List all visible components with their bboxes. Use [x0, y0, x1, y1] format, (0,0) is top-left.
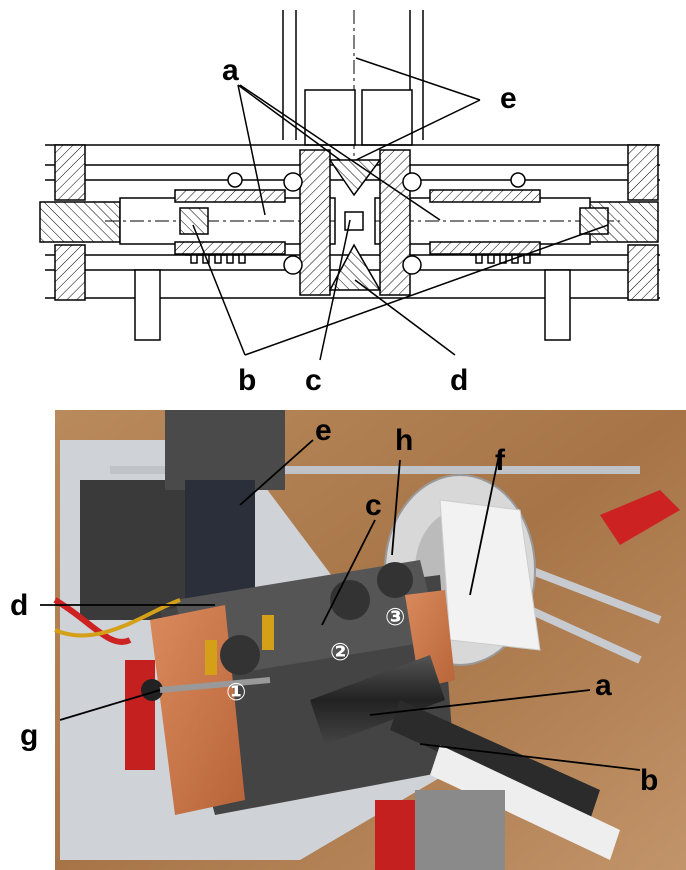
chamber-markers: ① ② ③	[226, 603, 405, 706]
cross-section-drawing	[39, 10, 660, 361]
bottom-label-b: b	[640, 764, 658, 797]
bottom-leader-lines	[40, 439, 641, 771]
chamber-2-label: ②	[330, 638, 350, 666]
bottom-label-h: h	[395, 424, 413, 457]
chamber-3-label: ③	[385, 603, 405, 631]
bottom-label-a: a	[595, 669, 612, 702]
top-label-b: b	[238, 364, 256, 397]
top-label-d: d	[450, 364, 468, 397]
bottom-label-f: f	[495, 444, 506, 477]
top-label-c: c	[305, 364, 322, 397]
bottom-label-g: g	[20, 719, 38, 752]
top-labels: a e b c d	[222, 54, 517, 397]
top-label-a: a	[222, 54, 239, 87]
bottom-label-e: e	[315, 414, 332, 447]
bottom-label-d: d	[10, 589, 28, 622]
top-label-e: e	[500, 82, 517, 115]
render-photo	[50, 410, 686, 870]
bottom-label-c: c	[365, 489, 382, 522]
chamber-1-label: ①	[226, 678, 246, 706]
bottom-labels: e h c f d a b g	[10, 414, 658, 797]
